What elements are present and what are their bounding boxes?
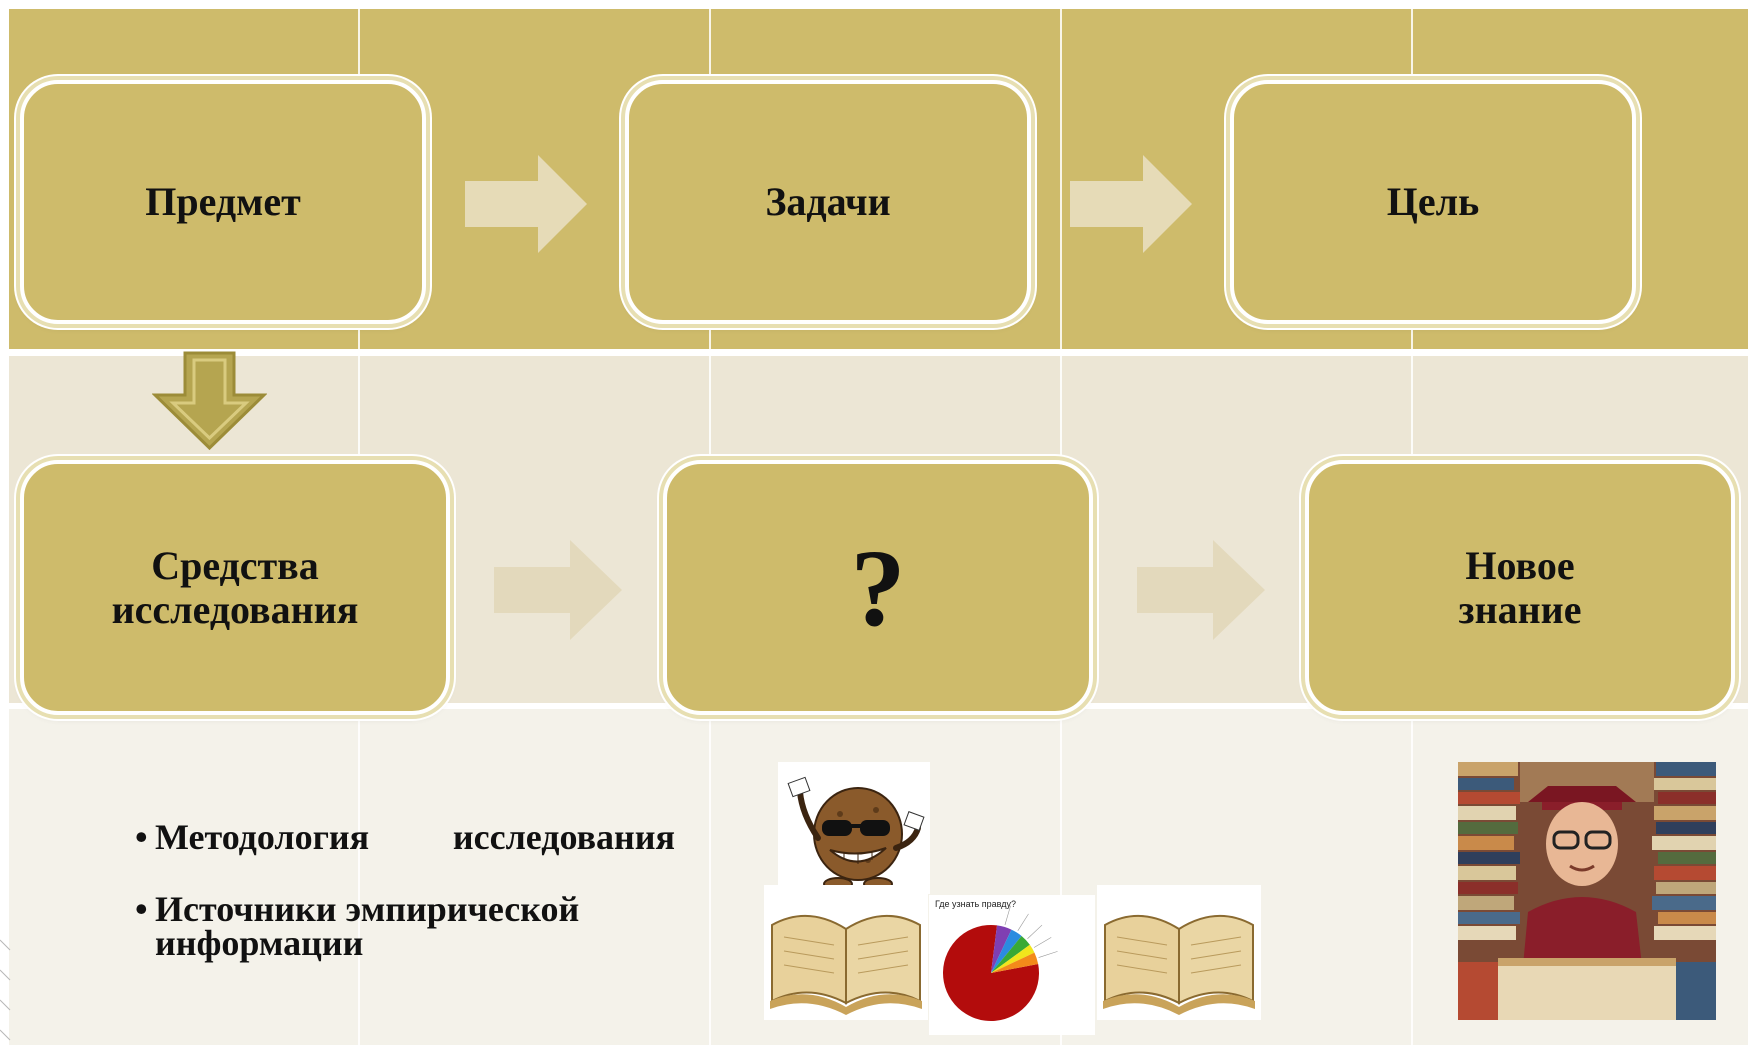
node-new-knowledge: Новое знание [1305, 460, 1735, 715]
pie-slice [991, 936, 1030, 973]
node-subject: Предмет [20, 80, 426, 324]
pie-slice [991, 944, 1035, 973]
scholar-with-books-image [1458, 762, 1716, 1020]
node-unknown: ? [663, 460, 1093, 715]
pie-slice [991, 929, 1022, 973]
node-new-knowledge-label: Новое знание [1458, 542, 1582, 632]
open-book-image [1097, 885, 1261, 1020]
pie-leader-line [1033, 937, 1052, 948]
bullet-methodology: Методология исследования [135, 817, 675, 857]
pie-leader-line [1027, 924, 1043, 939]
corner-decoration [0, 939, 11, 1041]
node-subject-label: Предмет [145, 179, 301, 224]
pie-slice [991, 952, 1039, 973]
node-goal: Цель [1230, 80, 1636, 324]
arrow-down-icon [152, 351, 267, 451]
node-tasks: Задачи [625, 80, 1031, 324]
pie-leader-line [1038, 951, 1058, 958]
question-mark: ? [850, 526, 906, 649]
node-research-tools-label: Средства исследования [111, 542, 359, 632]
bullet-list: Методология исследования Источники эмпир… [135, 817, 675, 998]
node-goal-label: Цель [1386, 179, 1480, 224]
pie-chart-title: Где узнать правду? [935, 899, 1017, 909]
mole-cartoon-image [778, 762, 930, 894]
pie-slice [991, 925, 1012, 973]
bullet-methodology-word2: исследования [452, 817, 675, 857]
pie-chart-svg [943, 905, 1058, 1021]
node-tasks-label: Задачи [765, 179, 891, 224]
bullet-methodology-word1: Методология [155, 817, 370, 857]
arrow-right-icon [1070, 155, 1192, 253]
pie-chart-image: Где узнать правду? [929, 895, 1095, 1035]
pie-leader-line [1004, 905, 1011, 926]
bullet-empirical-sources-label: Источники эмпирической информации [155, 889, 580, 963]
pie-leader-line [1017, 913, 1029, 931]
open-book-image [764, 885, 928, 1020]
bullet-empirical-sources: Источники эмпирической информации [135, 889, 675, 963]
arrow-right-icon [465, 155, 587, 253]
node-research-tools: Средства исследования [20, 460, 450, 715]
arrow-right-icon [1137, 540, 1265, 640]
arrow-right-icon [494, 540, 622, 640]
